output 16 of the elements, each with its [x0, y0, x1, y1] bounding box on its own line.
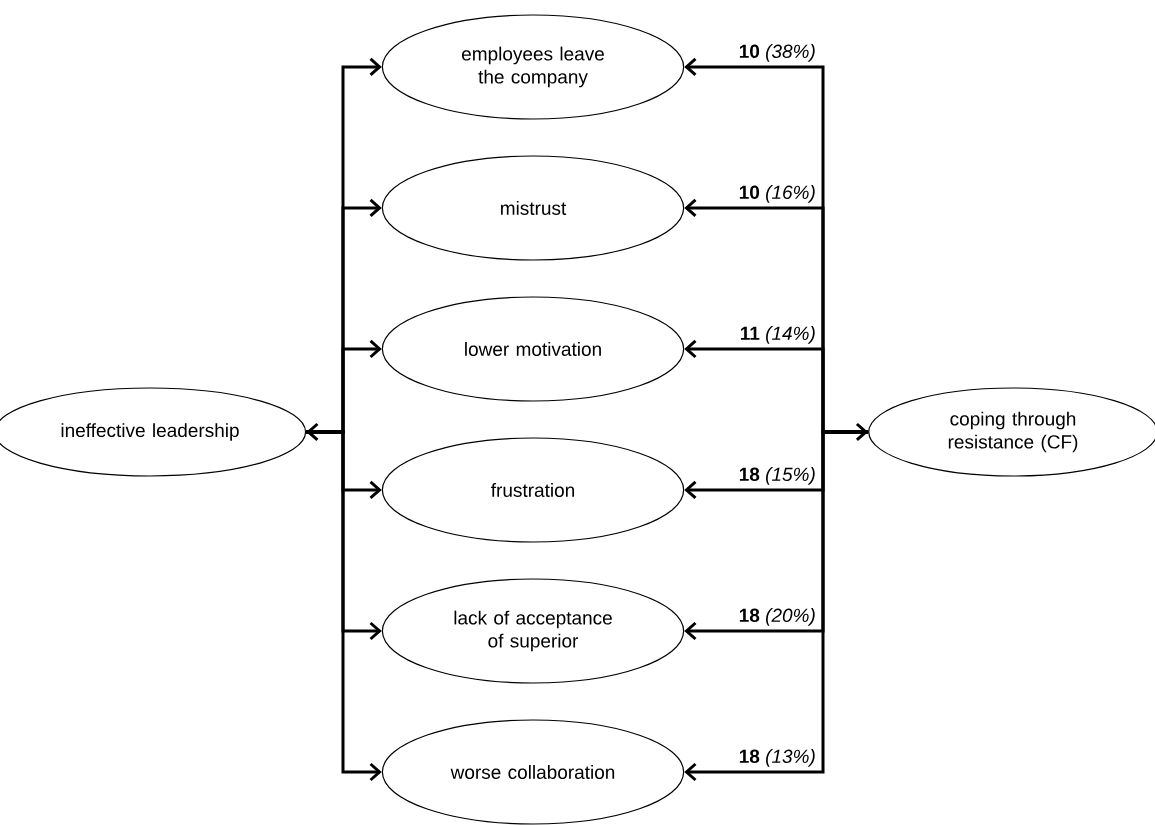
- oval-node: mistrust: [381, 155, 685, 261]
- edge-label: 18 (13%): [737, 748, 817, 768]
- oval-node: lack of acceptance of superior: [381, 578, 685, 684]
- oval-node: worse collaboration: [381, 719, 685, 825]
- edge-label: 10 (38%): [737, 43, 817, 63]
- oval-node: lower motivation: [381, 296, 685, 402]
- arrow: [684, 430, 869, 782]
- oval-node: employees leave the company: [381, 14, 685, 120]
- arrow: [306, 430, 382, 782]
- oval-node: frustration: [381, 437, 685, 543]
- edge-label: 18 (20%): [737, 607, 817, 627]
- edge-label: 18 (15%): [737, 466, 817, 486]
- edge-label: 10 (16%): [737, 184, 817, 204]
- arrow: [306, 57, 382, 442]
- arrow: [684, 57, 869, 442]
- edge-label: 11 (14%): [738, 325, 817, 345]
